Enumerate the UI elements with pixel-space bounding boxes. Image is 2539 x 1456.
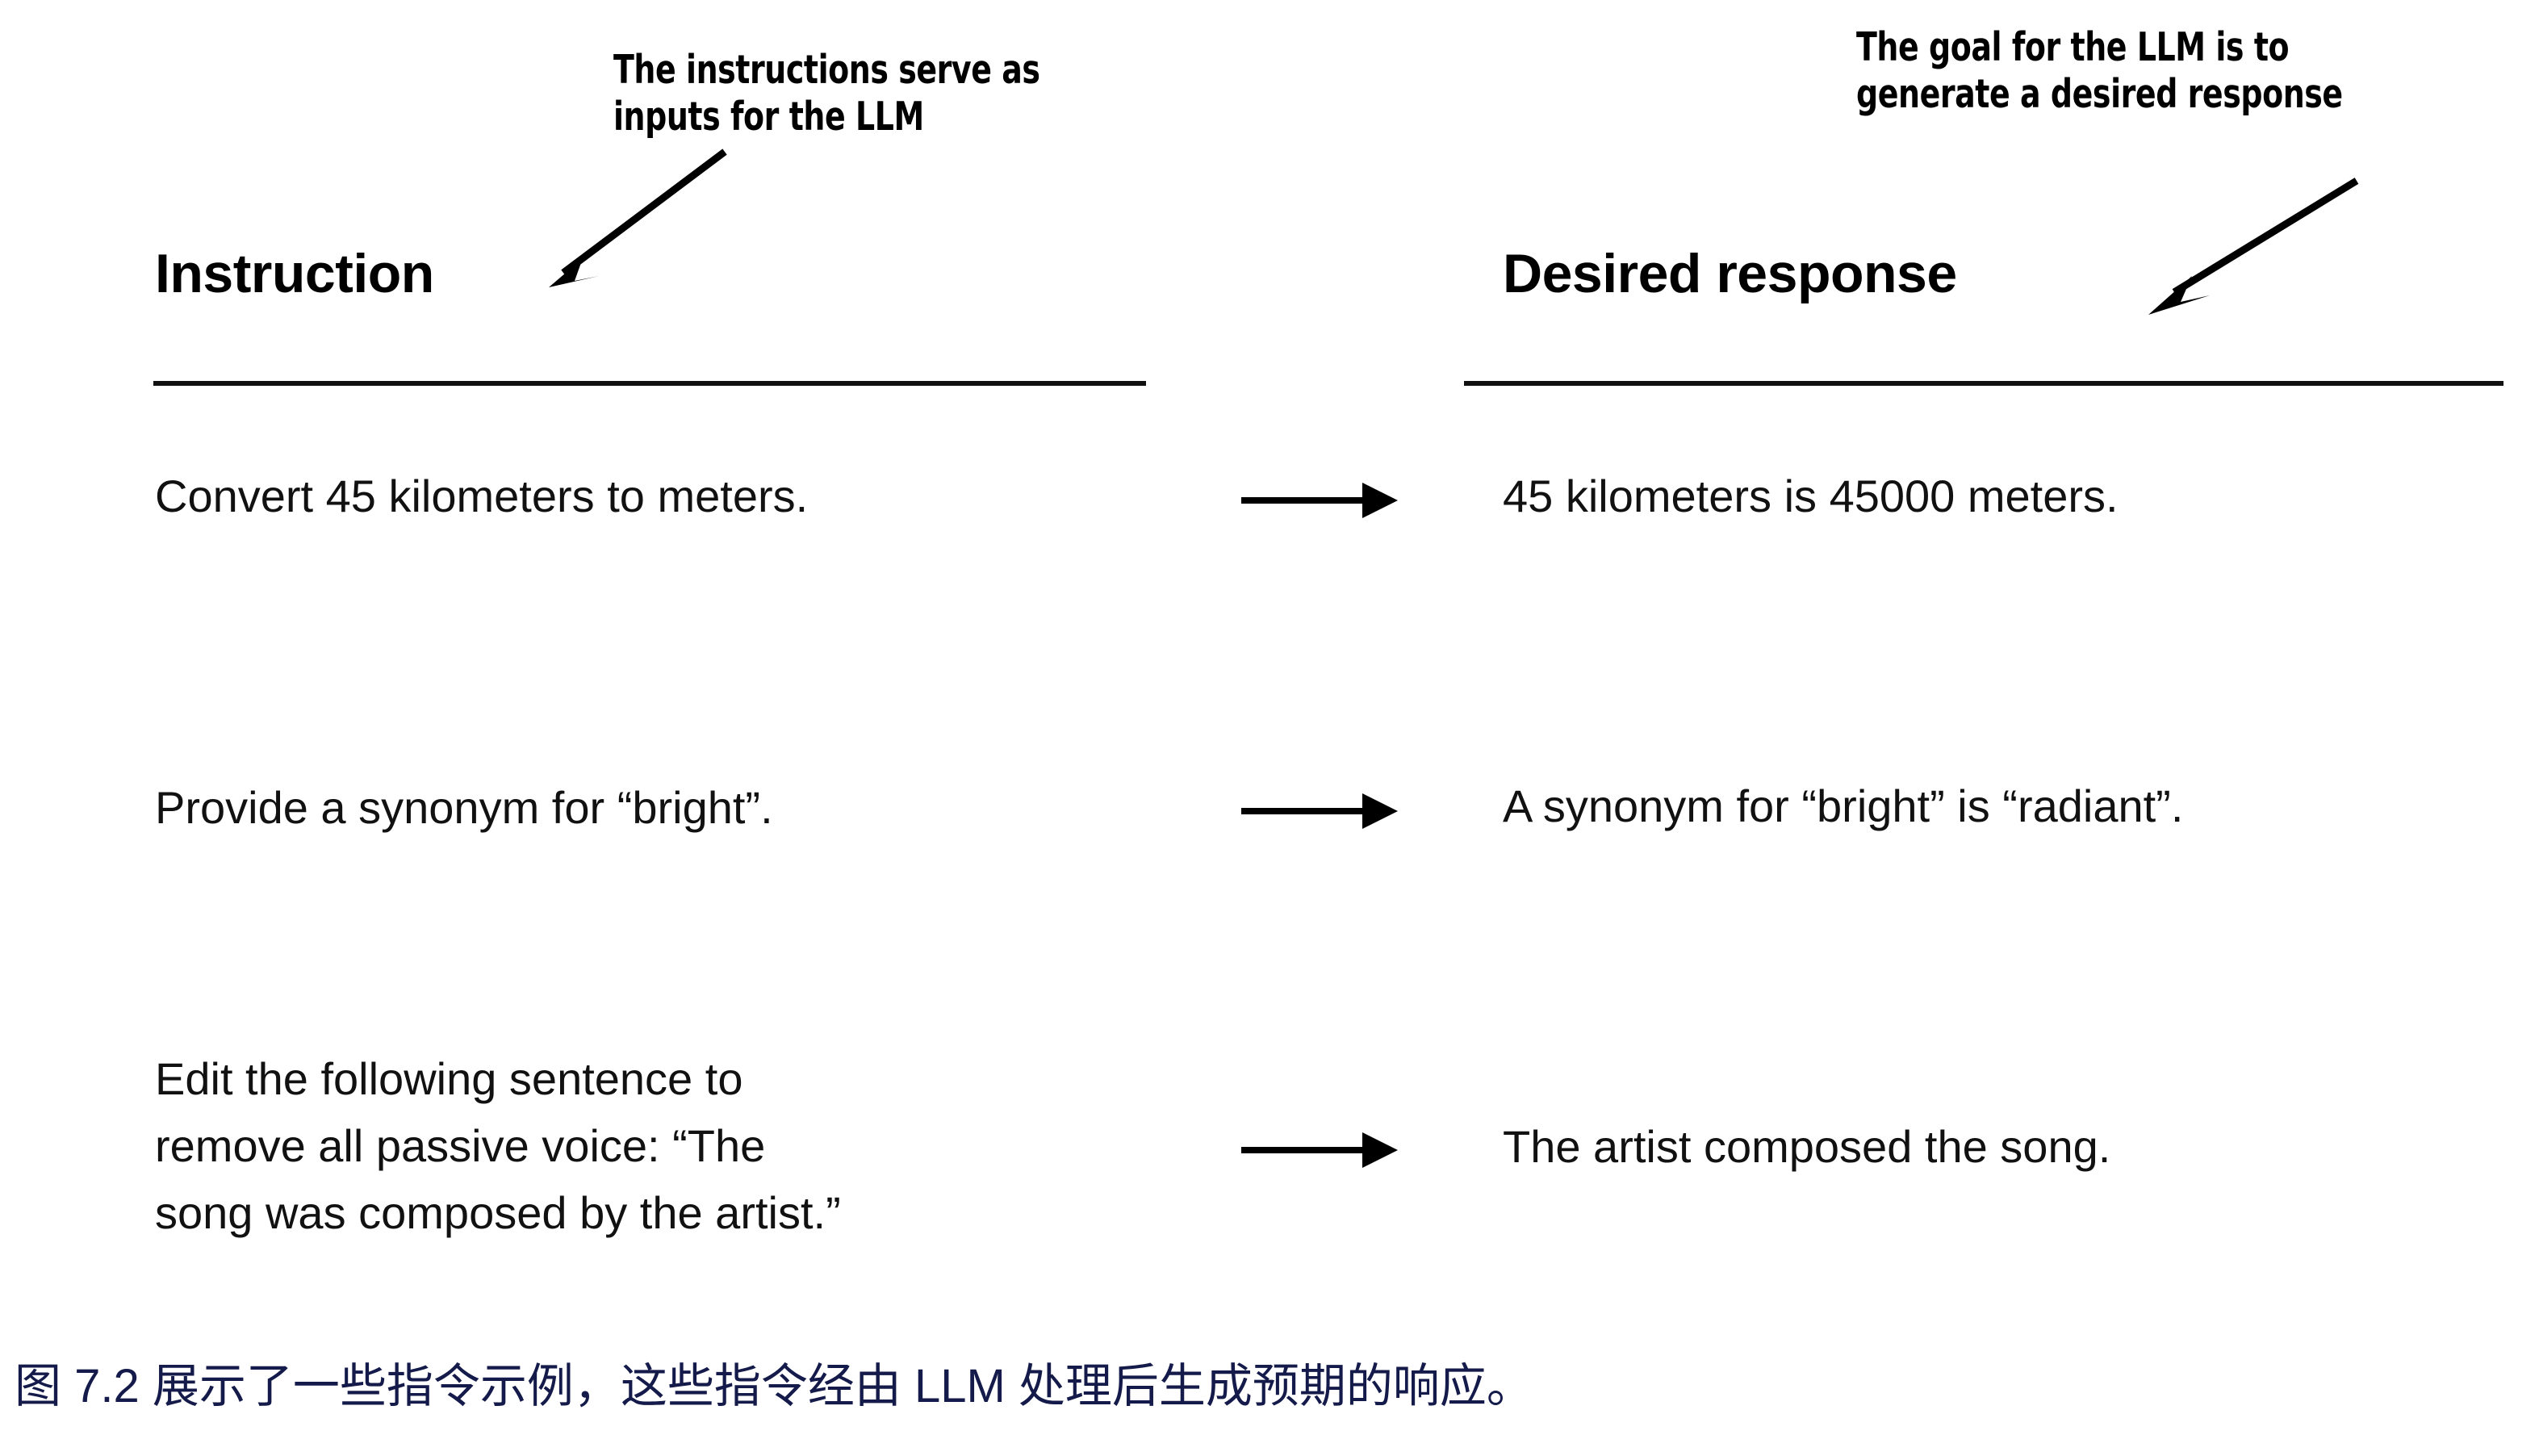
diagonal-pointer-arrow-icon-right bbox=[2148, 178, 2359, 315]
right-arrow-icon-row-3 bbox=[1241, 1132, 1398, 1168]
callout-instruction-line-1: The instructions serve as bbox=[613, 47, 1040, 93]
figure-caption: 图 7.2 展示了一些指令示例，这些指令经由 LLM 处理后生成预期的响应。 bbox=[15, 1360, 1533, 1412]
callout-response-line-1: The goal for the LLM is to bbox=[1856, 24, 2290, 70]
callout-instruction-note: The instructions serve as inputs for the… bbox=[613, 47, 1040, 140]
callout-response-note: The goal for the LLM is to generate a de… bbox=[1856, 24, 2343, 118]
instruction-cell-3: Edit the following sentence to remove al… bbox=[155, 1053, 841, 1238]
diagonal-pointer-arrow-icon-left bbox=[549, 149, 727, 287]
instruction-cell-2: Provide a synonym for “bright”. bbox=[155, 782, 773, 833]
callout-instruction-line-2: inputs for the LLM bbox=[613, 93, 924, 140]
callout-response-line-2: generate a desired response bbox=[1856, 70, 2343, 117]
desired-response-cell-2: A synonym for “bright” is “radiant”. bbox=[1503, 780, 2184, 831]
column-heading-instruction: Instruction bbox=[155, 243, 434, 304]
right-arrow-icon-row-2 bbox=[1241, 793, 1398, 829]
instruction-cell-1: Convert 45 kilometers to meters. bbox=[155, 471, 809, 521]
header-rule-instruction bbox=[153, 381, 1146, 386]
column-heading-desired-response: Desired response bbox=[1503, 243, 1957, 304]
header-rule-desired-response bbox=[1464, 381, 2503, 386]
right-arrow-icon-row-1 bbox=[1241, 483, 1398, 518]
desired-response-cell-1: 45 kilometers is 45000 meters. bbox=[1503, 471, 2119, 521]
desired-response-cell-3: The artist composed the song. bbox=[1503, 1121, 2111, 1172]
